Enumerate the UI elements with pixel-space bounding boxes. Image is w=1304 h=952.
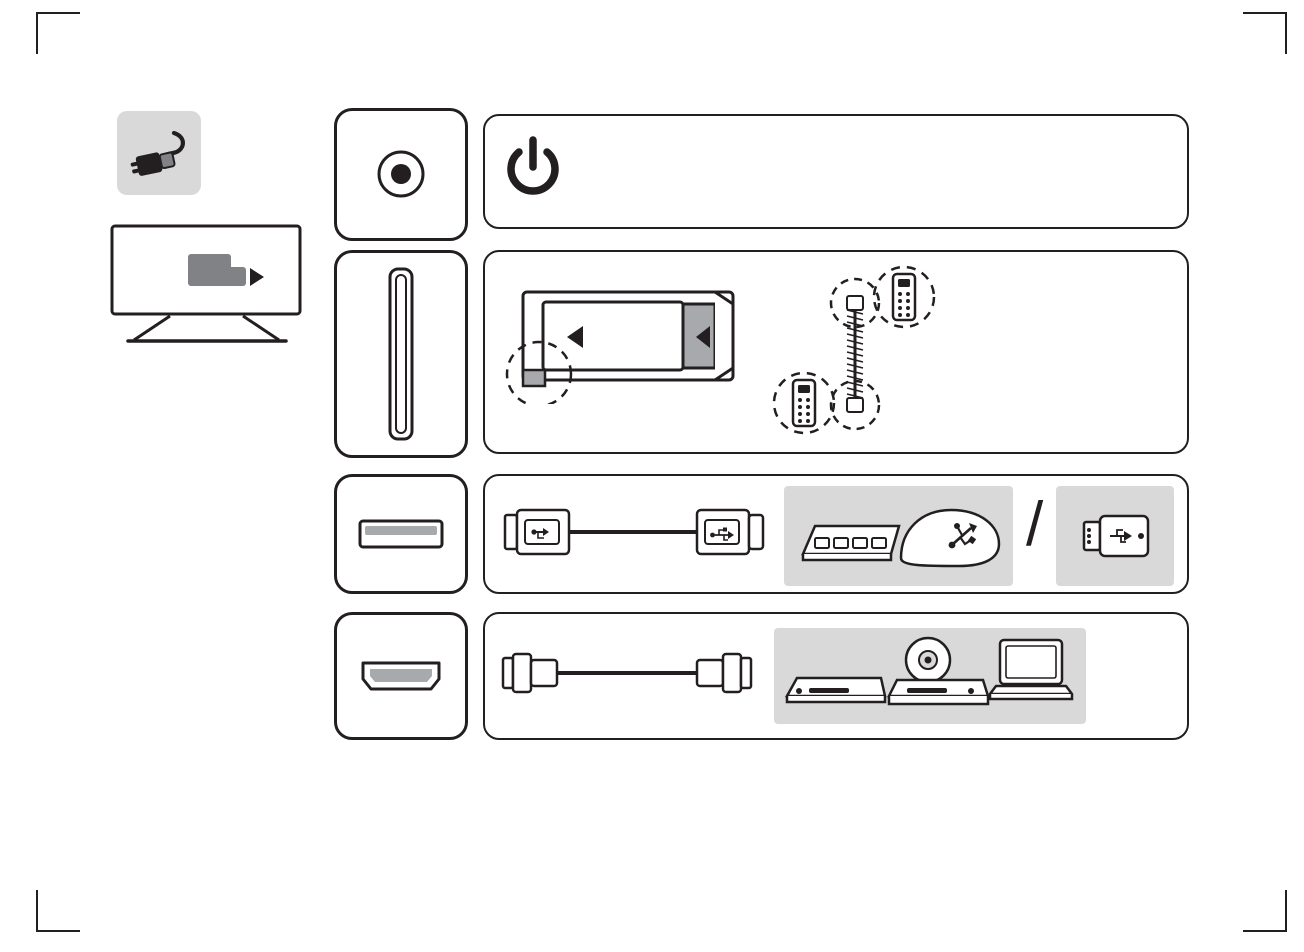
hdmi-port-icon: [334, 612, 468, 740]
crop-mark-top-right: [1243, 12, 1287, 54]
usb-row-content: /: [483, 474, 1189, 594]
laptop-icon: [986, 636, 1076, 710]
usb-hard-drive-icon: [895, 496, 1007, 576]
usb-port-icon: [334, 474, 468, 594]
usb-hub-icon: [793, 512, 906, 568]
power-row-content: [483, 114, 1189, 229]
ci-row-content: [483, 250, 1189, 454]
power-plug-icon: [117, 111, 201, 195]
hdmi-row-content: [483, 612, 1189, 740]
crop-mark-top-left: [36, 12, 80, 54]
power-button-port-icon: [334, 108, 468, 241]
crop-mark-bottom-right: [1243, 890, 1287, 932]
usb-cable-icon: [501, 498, 771, 572]
slash-separator: /: [1026, 490, 1044, 559]
set-top-box-icon: [783, 670, 889, 710]
ci-cam-module-icon: [505, 274, 765, 404]
usb-flash-drive-icon: [1082, 514, 1152, 558]
power-symbol-icon: [503, 136, 563, 206]
tv-with-plug-icon: [110, 224, 305, 346]
ci-card-slot-icon: [334, 250, 468, 458]
hdmi-cable-icon: [501, 646, 763, 702]
ci-remote-pairing-icon: [765, 262, 965, 447]
dvd-player-icon: [885, 636, 993, 714]
crop-mark-bottom-left: [36, 890, 80, 932]
